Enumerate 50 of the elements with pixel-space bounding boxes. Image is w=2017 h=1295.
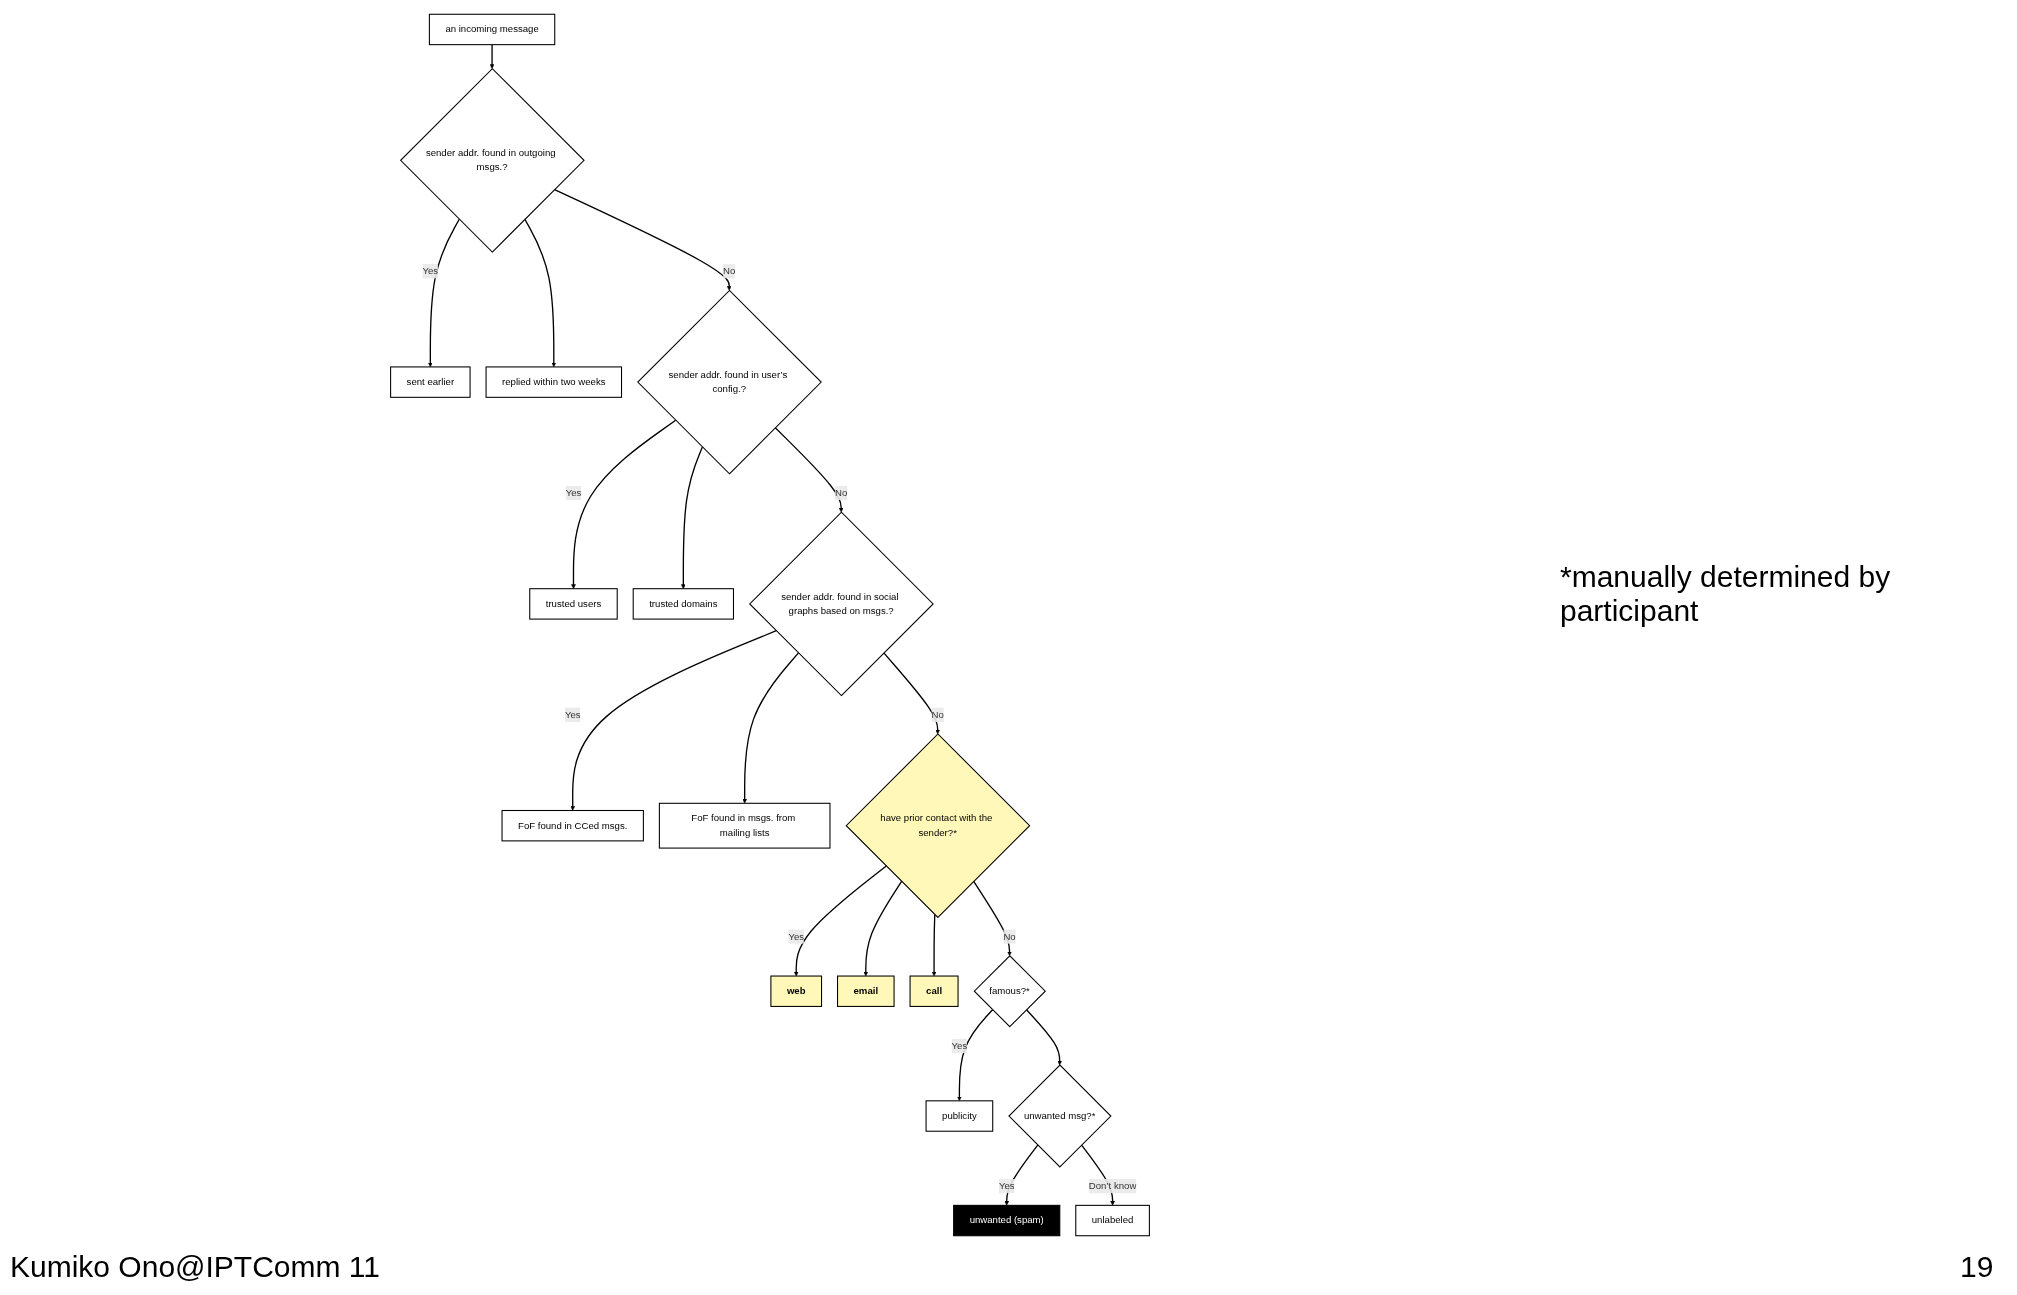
arrow — [681, 446, 704, 589]
arrow — [1004, 1144, 1039, 1206]
node-box: trusted domains — [632, 588, 734, 620]
node-box: web — [770, 975, 823, 1007]
node-diamond: have prior contact with the sender?* — [845, 733, 1031, 919]
arrow — [553, 188, 732, 291]
footnote: *manually determined by participant — [1560, 560, 1892, 628]
node-box: an incoming message — [428, 13, 556, 46]
arrow — [570, 630, 777, 811]
node-box: FoF found in msgs. from mailing lists — [658, 802, 831, 849]
node-box: publicity — [925, 1100, 994, 1132]
node-box: call — [909, 975, 959, 1007]
node-box: trusted users — [529, 588, 618, 620]
arrow — [524, 218, 557, 368]
node-box: unlabeled — [1075, 1204, 1150, 1237]
arrow — [863, 880, 903, 977]
page-number: 19 — [1960, 1250, 1994, 1284]
arrow — [774, 427, 844, 513]
edge-label: Yes — [998, 1180, 1015, 1192]
edge-label: Yes — [422, 265, 439, 277]
arrow — [742, 652, 800, 804]
arrow — [973, 880, 1012, 956]
edge-label: Yes — [788, 930, 805, 942]
arrow — [428, 218, 460, 368]
edge-label: Yes — [564, 709, 581, 720]
node-box: email — [837, 975, 895, 1007]
node-box: replied within two weeks — [485, 366, 623, 398]
node-diamond: sender addr. found in user’s config.? — [637, 289, 822, 475]
arrow — [883, 652, 940, 735]
arrow — [931, 913, 937, 977]
edge-label: No — [835, 487, 848, 499]
edge-label: Don’t know — [1088, 1180, 1137, 1192]
node-box: FoF found in CCed msgs. — [501, 809, 644, 842]
node-box: unwanted (spam) — [953, 1204, 1061, 1237]
node-diamond: famous?* — [973, 955, 1046, 1028]
edge-label: No — [723, 265, 736, 277]
arrow — [793, 865, 887, 977]
arrow — [1025, 1009, 1062, 1066]
node-diamond: sender addr. found in outgoing msgs.? — [399, 67, 585, 253]
node-diamond: unwanted msg?* — [1008, 1064, 1112, 1168]
node-box: sent earlier — [390, 366, 471, 398]
edge-label: No — [931, 709, 944, 720]
edge-label: Yes — [951, 1040, 968, 1051]
arrow — [957, 1009, 994, 1102]
edge-label: Yes — [565, 487, 582, 499]
arrow — [571, 419, 677, 589]
edge-label: No — [1003, 930, 1016, 942]
node-diamond: sender addr. found in social graphs based on msgs.? — [749, 511, 934, 697]
footer-text: Kumiko Ono@IPTComm 11 — [10, 1250, 380, 1284]
arrow — [489, 44, 495, 69]
